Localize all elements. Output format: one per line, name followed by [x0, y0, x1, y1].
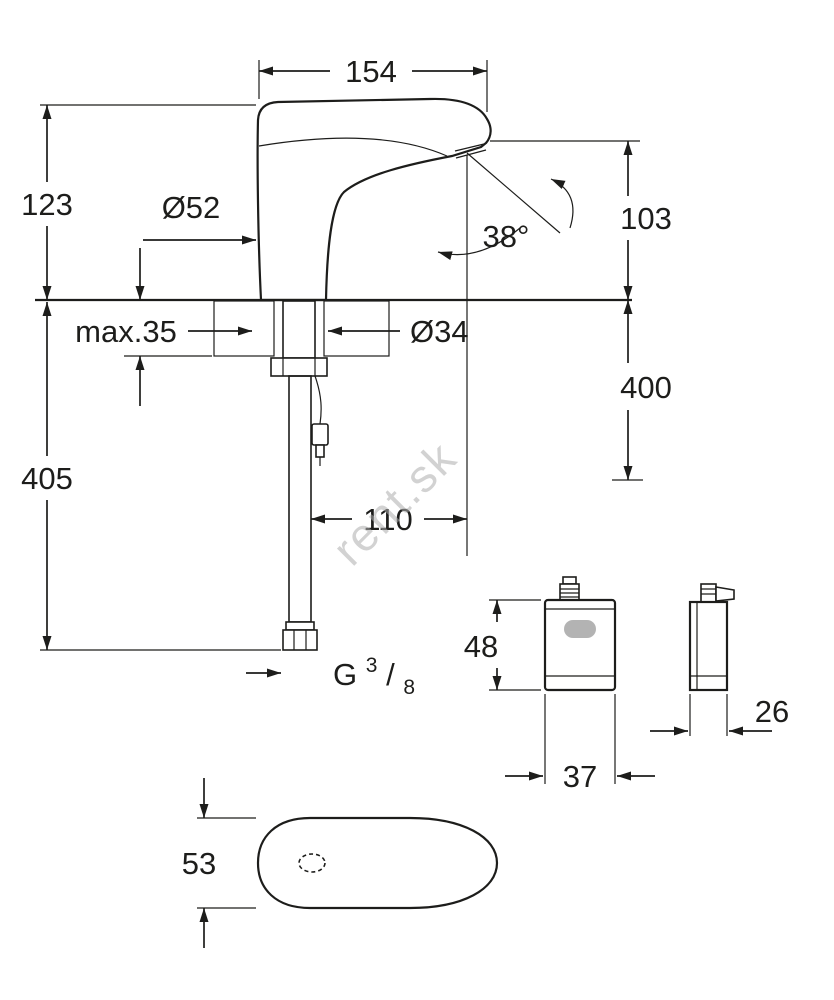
thread-slash: / [386, 657, 395, 692]
dim-spout-width-label: 154 [345, 54, 397, 89]
braided-hose [288, 375, 312, 623]
threaded-shank [282, 300, 316, 359]
sensor-window [298, 853, 326, 873]
control-box-front-body [543, 598, 617, 692]
aerator-line-2 [455, 149, 487, 159]
dim-height-above-label: 123 [21, 187, 73, 222]
faucet-plan-view [256, 816, 499, 910]
thread-g: G [333, 657, 357, 692]
mounting-nut [270, 357, 328, 377]
spray-angle-construction [437, 152, 574, 556]
spray-angle-line [466, 152, 561, 234]
faucet-outline [256, 97, 492, 302]
dim-box-width-label: 37 [563, 759, 597, 794]
dim-box-height-label: 48 [464, 629, 498, 664]
dimension-length-below-right: 400 [612, 300, 672, 481]
counter-section [35, 298, 632, 357]
dim-outlet-projection-label: 110 [363, 502, 412, 537]
thread-sup: 3 [366, 654, 378, 677]
valve-body-side [700, 583, 717, 603]
dimension-box-width: 37 [505, 694, 655, 794]
cable-plug-body [311, 423, 329, 446]
brand-badge [564, 620, 596, 638]
dimension-height-above-counter: 123 [21, 104, 256, 300]
control-box-side-view [688, 583, 735, 692]
rotation-arrow [550, 178, 574, 229]
dimension-hole-diameter: Ø34 [328, 314, 469, 349]
dimension-max-counter-thickness: max.35 [75, 248, 252, 406]
valve-thread-lines-front [560, 588, 579, 598]
control-box-side-body [688, 600, 729, 692]
dim-outlet-height-label: 103 [620, 201, 672, 236]
cable-plug-tip [315, 444, 325, 458]
dim-length-below-right-label: 400 [620, 370, 672, 405]
dim-length-below-left-label: 405 [21, 461, 73, 496]
hose-collar [285, 621, 315, 631]
dimension-outlet-projection: 110 [311, 502, 467, 537]
dimension-base-diameter: Ø52 [143, 190, 256, 245]
dimension-length-below-left: 405 [21, 302, 281, 651]
thread-callout: G 3 / 8 [246, 644, 415, 699]
supply-hose-assembly [270, 300, 329, 651]
dim-spray-angle-label: 38° [483, 219, 530, 254]
dim-hole-diameter-label: Ø34 [410, 314, 469, 349]
control-box-front-view [543, 576, 617, 692]
outlet-nipple-side [715, 586, 735, 602]
hose-end-nut-lines [293, 630, 307, 650]
thread-label: G 3 / 8 [333, 644, 415, 699]
dimension-outlet-height: 103 [490, 140, 672, 300]
ext-line [689, 694, 728, 736]
dim-max-thickness-label: max.35 [75, 314, 177, 349]
faucet-side-view [256, 97, 492, 302]
valve-cap-front [562, 576, 577, 585]
sensor-cable [314, 375, 322, 425]
plan-outline [256, 816, 499, 910]
dim-base-diameter-label: Ø52 [162, 190, 221, 225]
aerator-line-1 [454, 143, 485, 152]
counter-hatch-right [323, 300, 390, 357]
dimension-body-plan-width: 53 [182, 778, 256, 948]
dimension-spout-width: 154 [258, 54, 488, 112]
valve-thread-lines-side [701, 588, 716, 595]
mounting-nut-lines [282, 358, 316, 376]
dimension-box-height: 48 [464, 599, 541, 691]
dim-box-depth-label: 26 [755, 694, 789, 729]
dimension-spray-angle: 38° [483, 219, 530, 254]
ext-line [544, 694, 616, 784]
hose-end-nut [282, 629, 318, 651]
thread-sub: 8 [403, 676, 415, 699]
dimension-box-depth: 26 [650, 694, 789, 736]
counter-hatch-left [213, 300, 275, 357]
watermark: rent.sk [322, 431, 466, 575]
dim-body-plan-width-label: 53 [182, 846, 216, 881]
angle-arc [437, 227, 521, 261]
faucet-seam-line [258, 137, 448, 157]
